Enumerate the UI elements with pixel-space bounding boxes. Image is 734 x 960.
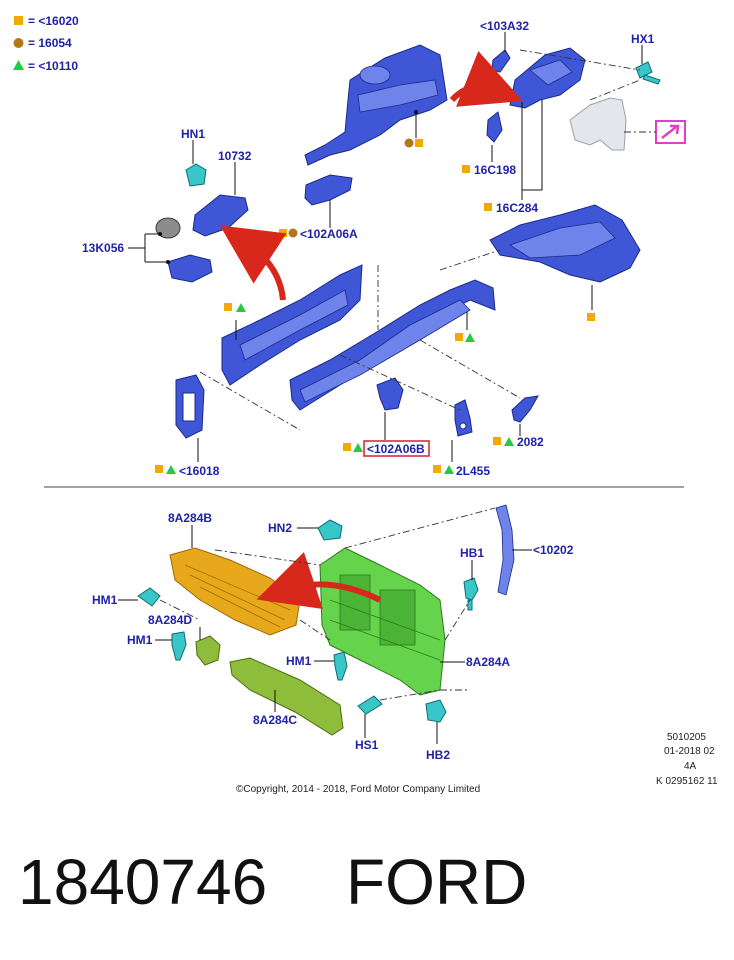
diagram-code-1: 5010205: [667, 732, 706, 743]
part-rail-left[interactable]: [221, 264, 363, 386]
indicator-square-icon: [455, 333, 463, 341]
indicator-triangle-icon: [166, 465, 176, 474]
part-HN1[interactable]: [185, 163, 207, 187]
label-8A284C[interactable]: 8A284C: [253, 713, 297, 727]
part-HN2[interactable]: [317, 519, 343, 541]
label-HM1-a[interactable]: HM1: [92, 593, 118, 607]
part-103A32[interactable]: [491, 49, 511, 73]
label-HB1[interactable]: HB1: [460, 546, 484, 560]
indicator-square-icon: [484, 203, 492, 211]
label-HN1[interactable]: HN1: [181, 127, 205, 141]
indicator-square-icon: [155, 465, 163, 473]
label-102A06B[interactable]: <102A06B: [367, 442, 425, 456]
indicator-triangle-icon: [353, 443, 363, 452]
label-8A284D[interactable]: 8A284D: [148, 613, 192, 627]
part-fender[interactable]: [569, 97, 627, 151]
part-8A284B[interactable]: [169, 547, 301, 636]
upper-section: <103A32 16C198 16C284: [82, 19, 686, 478]
indicator-circle-icon: [288, 228, 298, 238]
part-10732[interactable]: [192, 194, 249, 237]
part-rail-center[interactable]: [289, 279, 496, 411]
part-HM1-c[interactable]: [333, 651, 348, 681]
part-16C198[interactable]: [486, 111, 503, 143]
diagram-code-2: 01-2018 02: [664, 746, 715, 757]
indicator-square-icon: [493, 437, 501, 445]
label-8A284A[interactable]: 8A284A: [466, 655, 510, 669]
legend-circle-icon: [13, 38, 24, 48]
label-2082[interactable]: 2082: [517, 435, 544, 449]
part-number: 1840746: [18, 846, 267, 918]
part-HM1-a[interactable]: [137, 587, 161, 607]
label-16C198[interactable]: 16C198: [474, 163, 516, 177]
indicator-square-icon: [415, 139, 423, 147]
indicator-square-icon: [433, 465, 441, 473]
label-16C284[interactable]: 16C284: [496, 201, 538, 215]
legend-square-text: = <16020: [28, 14, 79, 28]
indicator-square-icon: [587, 313, 595, 321]
label-HX1[interactable]: HX1: [631, 32, 655, 46]
link-arrow-icon[interactable]: [661, 124, 680, 139]
part-16018[interactable]: [175, 374, 205, 439]
copyright-text: ©Copyright, 2014 - 2018, Ford Motor Comp…: [236, 784, 480, 795]
part-8A284D[interactable]: [195, 635, 221, 666]
part-8A284A[interactable]: [319, 547, 446, 696]
part-HB1[interactable]: [463, 577, 479, 611]
label-102A06A[interactable]: <102A06A: [300, 227, 358, 241]
label-13K056[interactable]: 13K056: [82, 241, 124, 255]
part-2082[interactable]: [511, 395, 539, 423]
label-2L455[interactable]: 2L455: [456, 464, 490, 478]
part-102A06B[interactable]: [376, 377, 404, 411]
diagram-code-3: 4A: [684, 761, 697, 772]
label-HB2[interactable]: HB2: [426, 748, 450, 762]
indicator-triangle-icon: [465, 333, 475, 342]
indicator-square-icon: [462, 165, 470, 173]
part-apron-right-lower[interactable]: [489, 204, 641, 283]
part-HM1-b[interactable]: [171, 631, 187, 661]
indicator-circle-icon: [404, 138, 414, 148]
part-10202[interactable]: [495, 504, 515, 596]
indicator-square-icon: [224, 303, 232, 311]
indicator-triangle-icon: [236, 303, 246, 312]
label-HN2[interactable]: HN2: [268, 521, 292, 535]
part-8A284C[interactable]: [229, 657, 344, 736]
part-apron-right-upper[interactable]: [509, 47, 586, 109]
label-10732[interactable]: 10732: [218, 149, 252, 163]
indicator-triangle-icon: [444, 465, 454, 474]
part-HS1[interactable]: [357, 695, 383, 715]
indicator-square-icon: [343, 443, 351, 451]
lower-section: 8A284B HN2 <10202 HB1 8A284A: [92, 504, 574, 762]
indicator-triangle-icon: [504, 437, 514, 446]
part-102A06A[interactable]: [304, 174, 353, 206]
part-HB2[interactable]: [425, 699, 447, 723]
label-HM1-c[interactable]: HM1: [286, 654, 312, 668]
label-HS1[interactable]: HS1: [355, 738, 379, 752]
brand-name: FORD: [346, 846, 527, 918]
label-HM1-b[interactable]: HM1: [127, 633, 153, 647]
part-13K056[interactable]: [155, 217, 213, 283]
legend-triangle-text: = <10110: [28, 59, 78, 73]
label-8A284B[interactable]: 8A284B: [168, 511, 212, 525]
label-103A32[interactable]: <103A32: [480, 19, 529, 33]
legend-triangle-icon: [13, 60, 24, 70]
legend: = <16020 = 16054 = <10110: [13, 14, 79, 73]
label-16018[interactable]: <16018: [179, 464, 220, 478]
label-10202[interactable]: <10202: [533, 543, 574, 557]
part-2L455[interactable]: [454, 399, 473, 437]
indicator-square-icon: [279, 229, 287, 237]
part-HX1[interactable]: [635, 61, 661, 85]
part-apron-upper[interactable]: [304, 44, 448, 166]
diagram-code-4: K 0295162 11: [656, 776, 718, 787]
highlight-box-102A06B: [363, 440, 430, 457]
legend-circle-text: = 16054: [28, 36, 72, 50]
legend-square-icon: [14, 16, 23, 25]
